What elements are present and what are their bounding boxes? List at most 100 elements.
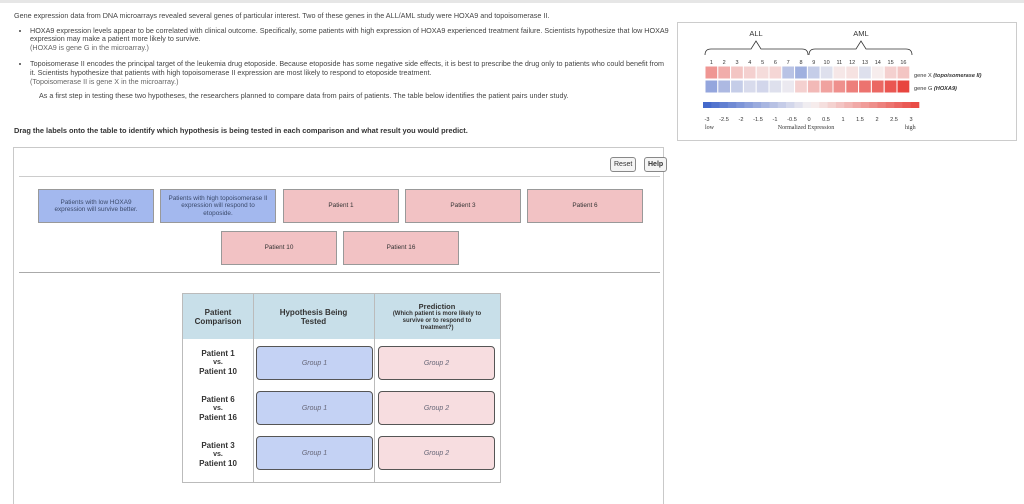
patient-number: 11 xyxy=(837,60,843,66)
scale-tick-label: 3 xyxy=(909,117,912,123)
row-1-hypothesis-drop[interactable]: Group 1 xyxy=(256,346,373,380)
scale-swatch xyxy=(761,102,770,108)
row-1-patient-b: Patient 10 xyxy=(199,367,237,376)
patient-number: 6 xyxy=(774,60,777,66)
scale-swatch xyxy=(885,102,895,108)
heatmap-cells xyxy=(704,65,911,94)
scale-swatch xyxy=(703,102,712,108)
intro-lead: Gene expression data from DNA microarray… xyxy=(14,11,550,20)
label-patient-16-text: Patient 16 xyxy=(386,244,416,252)
aml-brace xyxy=(808,40,913,56)
gene-g-label: gene G xyxy=(914,86,932,92)
patient-number: 16 xyxy=(900,60,906,66)
label-patient-10[interactable]: Patient 10 xyxy=(221,231,337,265)
group-aml-label: AML xyxy=(853,29,868,38)
gene-g-cell xyxy=(755,79,770,94)
row-1-patient-a: Patient 1 xyxy=(201,349,235,358)
scale-tick-label: 1.5 xyxy=(856,117,864,123)
row-1-comparison: Patient 1 vs. Patient 10 xyxy=(183,349,253,376)
bullet-topoisomerase-text: Topoisomerase II encodes the principal t… xyxy=(30,59,664,77)
step-text: As a first step in testing these two hyp… xyxy=(39,91,569,101)
gene-x-cell xyxy=(768,65,783,80)
row-2-comparison: Patient 6 vs. Patient 16 xyxy=(183,395,253,422)
column-divider xyxy=(253,294,254,482)
gene-x-cell xyxy=(832,65,847,80)
patient-number: 5 xyxy=(761,60,764,66)
label-hypothesis-topoisomerase-text: Patients with high topoisomerase II expr… xyxy=(168,194,268,217)
scale-swatch xyxy=(719,102,729,108)
row-2-hypothesis-drop[interactable]: Group 1 xyxy=(256,391,373,425)
drag-drop-activity: Reset Help Patients with low HOXA9 expre… xyxy=(13,147,668,504)
label-patient-6[interactable]: Patient 6 xyxy=(527,189,643,223)
reset-button[interactable]: Reset xyxy=(610,157,637,172)
scale-swatch xyxy=(794,102,803,108)
scale-tick-label: -2 xyxy=(739,117,744,123)
gene-x-name: (topoisomerase II) xyxy=(933,73,981,79)
scale-tick-label: -1 xyxy=(773,117,778,123)
scale-swatch xyxy=(711,102,720,108)
gene-g-cell xyxy=(794,79,808,94)
patient-number: 12 xyxy=(849,60,855,66)
header-hypothesis: Hypothesis Being Tested xyxy=(253,294,374,339)
scale-title: Normalized Expression xyxy=(778,125,834,131)
scale-swatch xyxy=(902,102,911,108)
gene-g-cell xyxy=(704,79,719,94)
row-3-prediction-drop[interactable]: Group 2 xyxy=(378,436,495,470)
gene-x-cell xyxy=(806,65,821,80)
scale-swatch xyxy=(835,102,845,108)
header-hypothesis-text: Hypothesis Being Tested xyxy=(279,307,348,326)
scale-swatch xyxy=(811,102,820,108)
row-1-prediction-drop[interactable]: Group 2 xyxy=(378,346,495,380)
label-patient-3[interactable]: Patient 3 xyxy=(405,189,521,223)
label-tray: Patients with low HOXA9 expression will … xyxy=(19,176,660,273)
gene-x-cell xyxy=(704,65,719,80)
scale-swatch xyxy=(844,102,853,108)
header-prediction-subtitle: (Which patient is more likely to survive… xyxy=(392,310,482,331)
gene-g-cell xyxy=(730,79,744,94)
gene-x-cell xyxy=(781,65,796,80)
table-header: Patient Comparison Hypothesis Being Test… xyxy=(183,294,500,339)
scale-swatch xyxy=(802,102,812,108)
label-hypothesis-topoisomerase[interactable]: Patients with high topoisomerase II expr… xyxy=(160,189,276,223)
label-hypothesis-hoxa9[interactable]: Patients with low HOXA9 expression will … xyxy=(38,189,154,223)
row-2-prediction-drop[interactable]: Group 2 xyxy=(378,391,495,425)
gene-g-cell xyxy=(806,79,821,94)
scale-swatch xyxy=(860,102,870,108)
row-3-patient-a: Patient 3 xyxy=(201,441,235,450)
help-button[interactable]: Help xyxy=(644,157,668,172)
scale-tick-label: -0.5 xyxy=(787,117,797,123)
gene-g-cell xyxy=(896,79,911,94)
gene-g-cell xyxy=(768,79,783,94)
gene-g-cell xyxy=(819,79,834,94)
gene-x-row-label: gene X (topoisomerase II) xyxy=(914,73,982,79)
label-patient-10-text: Patient 10 xyxy=(264,244,294,252)
scale-swatch xyxy=(827,102,837,108)
gene-x-cell xyxy=(896,65,911,80)
scale-tick-label: 1 xyxy=(841,117,844,123)
all-brace xyxy=(704,40,809,56)
header-prediction: Prediction (Which patient is more likely… xyxy=(374,294,500,339)
row-3-hypothesis-drop[interactable]: Group 1 xyxy=(256,436,373,470)
label-patient-1[interactable]: Patient 1 xyxy=(283,189,399,223)
scale-swatch xyxy=(777,102,787,108)
gene-x-cell xyxy=(845,65,860,80)
scale-tick-label: 0.5 xyxy=(822,117,830,123)
gene-x-cell xyxy=(730,65,744,80)
scale-tick-label: 0 xyxy=(807,117,810,123)
scale-tick-label: -1.5 xyxy=(753,117,763,123)
bullet-hoxa9-note: (HOXA9 is gene G in the microarray.) xyxy=(30,42,149,52)
bullet-topoisomerase: Topoisomerase II encodes the principal t… xyxy=(30,60,669,86)
scale-high-label: high xyxy=(905,125,916,131)
patient-number: 14 xyxy=(875,60,881,66)
scale-swatch xyxy=(744,102,754,108)
bullet-hoxa9: HOXA9 expression levels appear to be cor… xyxy=(30,26,669,53)
patient-number: 9 xyxy=(812,60,815,66)
scale-tick-label: -2.5 xyxy=(719,117,729,123)
label-patient-6-text: Patient 6 xyxy=(572,202,598,210)
patient-number: 10 xyxy=(824,60,830,66)
row-3-patient-b: Patient 10 xyxy=(199,459,237,468)
label-patient-16[interactable]: Patient 16 xyxy=(343,231,459,265)
